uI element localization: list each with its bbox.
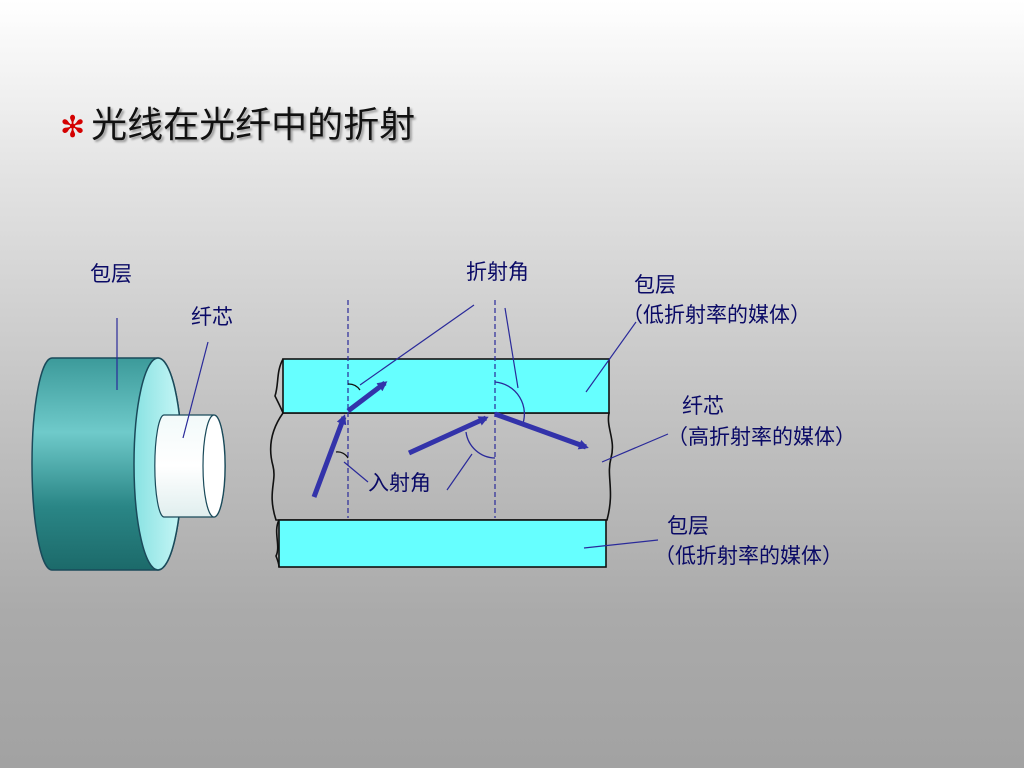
incidence-angle-arc-right	[465, 431, 496, 459]
refraction-angle-arc-left	[347, 383, 361, 391]
ray-reflected-right	[494, 411, 589, 450]
label-core-desc: （高折射率的媒体）	[667, 425, 856, 449]
core-region	[269, 412, 614, 521]
fiber-section	[116, 300, 669, 568]
ray-refracted-left	[346, 381, 388, 413]
leader-refraction-right	[504, 307, 519, 389]
label-bottom-cladding-desc: （低折射率的媒体）	[654, 544, 843, 568]
label-left-core: 纤芯	[191, 305, 233, 329]
label-top-cladding-title: 包层	[634, 273, 676, 297]
ray-incident-left	[311, 414, 347, 498]
refraction-angle-arc-right	[494, 381, 525, 427]
label-refraction-angle: 折射角	[466, 260, 529, 284]
incidence-angle-arc-left	[335, 451, 349, 459]
top-cladding-band	[282, 358, 610, 414]
leader-top-cladding	[585, 321, 637, 393]
leader-core	[601, 433, 669, 463]
fiber-cylinder	[31, 357, 226, 571]
slide-title-text: 光线在光纤中的折射	[91, 105, 416, 146]
core-end-face	[202, 414, 226, 518]
leader-left-core	[182, 341, 209, 439]
bottom-cladding-left-break	[275, 519, 280, 568]
label-top-cladding-desc: （低折射率的媒体）	[622, 303, 811, 327]
bottom-cladding-band	[278, 519, 607, 568]
top-cladding-left-break	[274, 358, 284, 414]
leader-incidence-angle	[343, 453, 473, 491]
leader-bottom-cladding	[583, 539, 659, 549]
asterisk-bullet-icon: ✻	[60, 110, 86, 145]
label-bottom-cladding-title: 包层	[667, 514, 709, 538]
label-left-cladding: 包层	[90, 262, 132, 286]
leader-refraction-left	[359, 304, 475, 386]
slide-title: ✻光线在光纤中的折射	[60, 96, 415, 148]
label-incidence-angle: 入射角	[368, 471, 431, 495]
label-core-title: 纤芯	[682, 394, 724, 418]
ray-incident-right	[407, 415, 489, 456]
